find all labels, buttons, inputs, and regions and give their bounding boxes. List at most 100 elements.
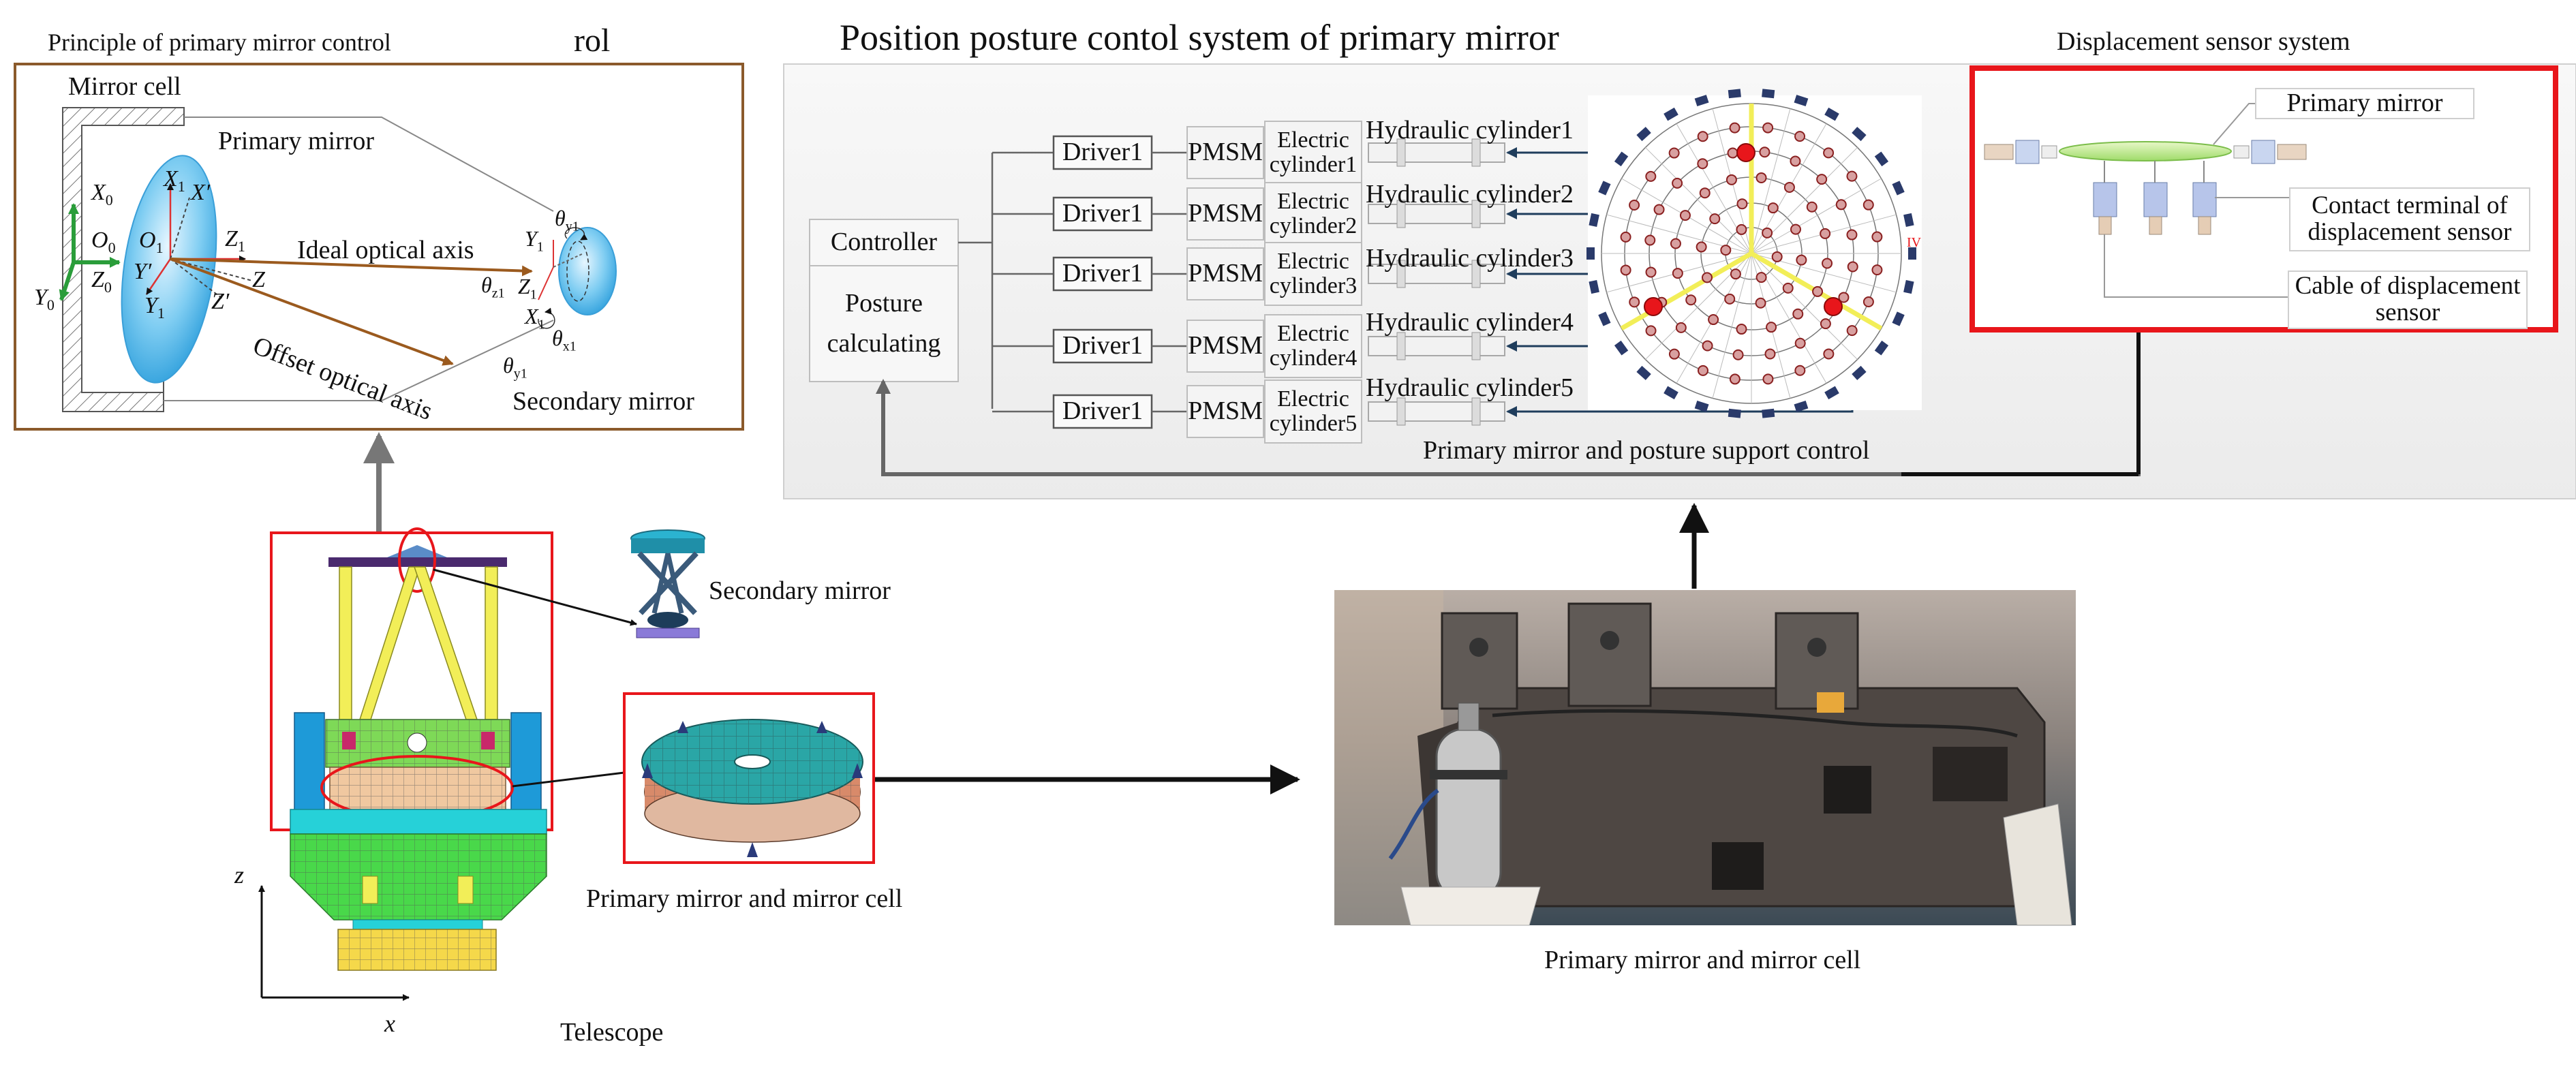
- symbol-right-z1: Z1: [518, 274, 537, 303]
- support-point: [1645, 170, 1657, 182]
- hydraulic-cylinder-shape: [1368, 142, 1505, 163]
- support-point: [1820, 318, 1831, 330]
- lateral-support: [1728, 408, 1741, 418]
- symbol-z1: Z1: [225, 226, 245, 255]
- telescope-drawing: [270, 527, 637, 971]
- lateral-support: [1598, 181, 1611, 196]
- support-point: [1794, 365, 1806, 376]
- symbol-y-prime: Y′: [134, 259, 152, 284]
- hydraulic-cylinder-shape: [1368, 264, 1505, 284]
- support-point: [1736, 223, 1747, 235]
- support-point: [1730, 268, 1741, 280]
- support-point: [1790, 223, 1802, 235]
- support-point: [1702, 340, 1713, 352]
- support-point: [1767, 202, 1779, 214]
- support-point: [1672, 268, 1683, 279]
- lateral-support: [1589, 280, 1599, 294]
- support-point: [1820, 228, 1831, 239]
- lateral-support: [1794, 400, 1809, 412]
- electric-cylinder-label: Electric cylinder1: [1269, 127, 1358, 177]
- support-point: [1755, 172, 1767, 183]
- lateral-support: [1762, 408, 1775, 418]
- support-point: [1835, 199, 1847, 211]
- support-point: [1794, 131, 1806, 142]
- symbol-x-prime: X′: [191, 180, 211, 205]
- support-point: [1708, 314, 1719, 326]
- symbol-x0: X0: [91, 180, 113, 208]
- hydraulic-cylinder-label: Hydraulic cylinder5: [1366, 373, 1574, 402]
- electric-cylinder-label: Electric cylinder2: [1269, 189, 1358, 238]
- secondary-mirror-shape: [558, 227, 617, 315]
- controller-label: Controller: [830, 228, 938, 257]
- support-point: [1755, 297, 1766, 309]
- lateral-support: [1762, 89, 1775, 99]
- support-point: [1796, 254, 1807, 266]
- support-point: [1670, 238, 1681, 249]
- lateral-support: [1824, 386, 1839, 400]
- actuator-point: [1824, 297, 1843, 316]
- support-point: [1838, 292, 1850, 303]
- sensor-mirror-shape: [2059, 141, 2232, 161]
- pmsm-box: [1186, 385, 1264, 438]
- label-box-contact: [2289, 187, 2530, 251]
- secondary-mirror-label: Secondary mirror: [512, 387, 694, 416]
- symbol-z: Z: [252, 267, 265, 292]
- support-point: [1668, 348, 1680, 360]
- hydraulic-cylinder-label: Hydraulic cylinder3: [1366, 244, 1574, 273]
- support-point: [1764, 348, 1776, 360]
- sensor-panel-title: Displacement sensor system: [2057, 27, 2350, 56]
- support-point: [1782, 282, 1794, 294]
- support-point: [1644, 234, 1656, 246]
- support-point: [1720, 245, 1732, 256]
- support-point: [1823, 348, 1835, 360]
- lateral-support: [1824, 107, 1839, 121]
- actuator-point: [1736, 143, 1755, 162]
- support-point: [1783, 181, 1795, 193]
- electric-cylinder-box: [1264, 121, 1362, 185]
- pmsm-label: PMSM: [1188, 397, 1263, 426]
- support-point: [1697, 158, 1708, 170]
- control-row: [992, 314, 1653, 378]
- support-point: [1729, 373, 1741, 385]
- lateral-support: [1614, 340, 1629, 356]
- primary-cell-model: [623, 692, 875, 864]
- principle-panel: [14, 63, 744, 431]
- symbol-o0: O0: [91, 228, 116, 256]
- lateral-support: [1794, 95, 1809, 107]
- telescope-axes: [258, 885, 410, 1001]
- symbol-theta-z1: θz1: [481, 273, 505, 301]
- controller-box: [809, 219, 959, 382]
- lateral-support: [1663, 107, 1678, 121]
- photo-primary-cell: [1334, 590, 2076, 926]
- support-point: [1675, 322, 1687, 333]
- lateral-support: [1852, 127, 1867, 142]
- lateral-support: [1586, 247, 1595, 260]
- support-point: [1699, 187, 1711, 199]
- symbol-o1: O1: [139, 228, 164, 256]
- axis-x-label: x: [384, 1010, 395, 1037]
- support-point: [1697, 131, 1708, 142]
- support-point: [1668, 147, 1680, 159]
- electric-cylinder-label: Electric cylinder3: [1269, 249, 1358, 298]
- support-point: [1816, 174, 1828, 185]
- principle-overflow-text: rol: [574, 22, 611, 59]
- support-point: [1846, 170, 1858, 182]
- driver-label: Driver1: [1062, 138, 1144, 167]
- hydraulic-cylinder-label: Hydraulic cylinder1: [1366, 116, 1574, 144]
- support-point: [1620, 231, 1631, 243]
- support-point: [1724, 293, 1736, 305]
- support-point: [1736, 324, 1747, 335]
- symbol-theta-y1-top: θy1: [555, 206, 579, 234]
- lateral-support: [1598, 311, 1611, 326]
- lateral-support: [1614, 151, 1629, 167]
- support-point: [1806, 201, 1818, 213]
- symbol-right-x1: X1: [525, 304, 545, 333]
- lateral-support: [1892, 181, 1905, 196]
- driver-box: [1052, 135, 1153, 170]
- lateral-support: [1694, 400, 1709, 412]
- support-point: [1846, 229, 1858, 241]
- sensor-probes: [2093, 161, 2217, 235]
- lateral-support: [1874, 151, 1889, 167]
- lateral-support: [1663, 386, 1678, 400]
